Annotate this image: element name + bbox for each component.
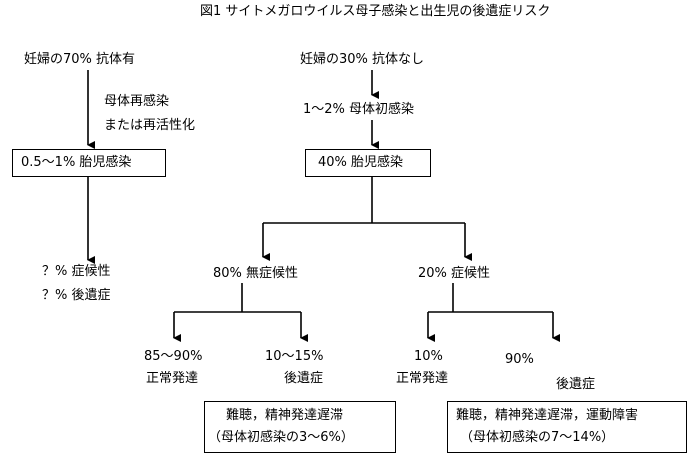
right-fetal-label: 40% 胎児感染: [318, 155, 404, 170]
left-fetal-box: [12, 149, 166, 177]
sym-sequelae-label: 後遺症: [556, 377, 596, 392]
right-mother-label: 妊婦の30% 抗体なし: [300, 52, 425, 67]
left-symptomatic-label: ？% 症候性: [42, 264, 111, 279]
left-sequelae-label: ？% 後遺症: [42, 288, 111, 303]
left-mother-label: 妊婦の70% 抗体有: [24, 52, 136, 67]
right-primary-label: 1～2% 母体初感染: [303, 102, 415, 117]
sym-normal-pct: 10%: [414, 349, 443, 364]
diagram-title: 図1 サイトメガロウイルス母子感染と出生児の後遺症リスク: [200, 4, 551, 19]
symptomatic-label: 20% 症候性: [418, 266, 491, 281]
asym-sequelae-box: [204, 401, 396, 453]
asym-sequelae-pct: 10～15%: [265, 349, 324, 364]
left-reinfection-line1: 母体再感染: [104, 94, 170, 109]
asym-box-line1: 難聴，精神発達遅滞: [226, 408, 344, 423]
left-reinfection-line2: または再活性化: [104, 118, 196, 133]
sym-sequelae-box: [447, 401, 687, 453]
asym-normal-pct: 85～90%: [144, 349, 203, 364]
asym-normal-label: 正常発達: [146, 371, 199, 386]
sym-normal-label: 正常発達: [396, 371, 449, 386]
asym-sequelae-label: 後遺症: [284, 371, 324, 386]
sym-sequelae-pct: 90%: [505, 352, 534, 367]
right-fetal-box: [305, 149, 431, 177]
left-fetal-label: 0.5～1% 胎児感染: [21, 155, 132, 170]
sym-box-line1: 難聴，精神発達遅滞，運動障害: [456, 408, 639, 423]
asymptomatic-label: 80% 無症候性: [213, 266, 299, 281]
asym-box-line2: （母体初感染の3～6%）: [208, 430, 354, 445]
sym-box-line2: （母体初感染の7～14%）: [460, 430, 615, 445]
